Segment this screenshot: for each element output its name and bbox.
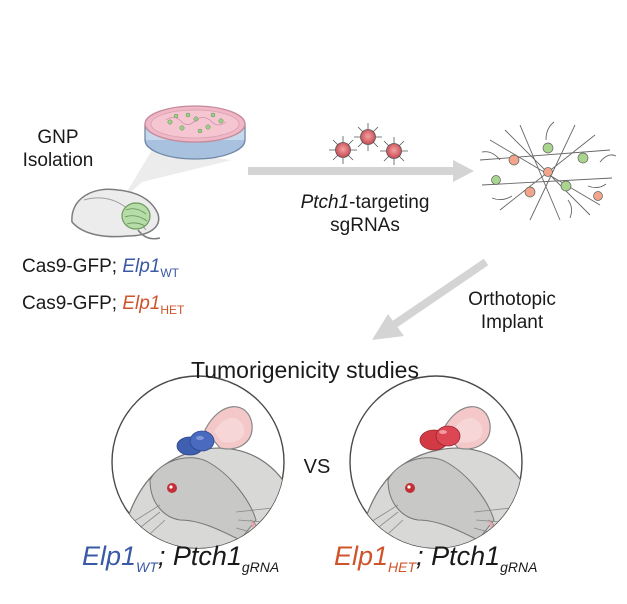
- arrow-to-implant: [372, 258, 489, 340]
- tumor-blue-icon: [176, 430, 215, 456]
- sgrna-label: Ptch1-targeting sgRNAs: [300, 192, 430, 236]
- gnp-isolation-label: GNP Isolation: [22, 127, 94, 171]
- arrow-to-neurons: [248, 160, 474, 182]
- tumor-red-icon: [419, 425, 461, 451]
- petri-dish-icon: [144, 105, 246, 160]
- orthotopic-implant-label: Orthotopic Implant: [468, 289, 556, 333]
- projection-beam: [122, 150, 232, 200]
- mouse-wt-icon: [111, 375, 285, 549]
- tumorigenicity-title: Tumorigenicity studies: [191, 357, 419, 383]
- wt-genotype-label: Elp1WT; Ptch1gRNA: [82, 541, 280, 575]
- brain-icon: [71, 188, 161, 240]
- viral-particle-icon: [329, 123, 408, 165]
- neuron-cell-bodies: [491, 142, 603, 201]
- cas9-wt-label: Cas9-GFP; Elp1WT: [22, 256, 179, 280]
- vs-label: VS: [303, 456, 331, 478]
- cas9-het-label: Cas9-GFP; Elp1HET: [22, 293, 185, 317]
- het-genotype-label: Elp1HET; Ptch1gRNA: [334, 541, 538, 575]
